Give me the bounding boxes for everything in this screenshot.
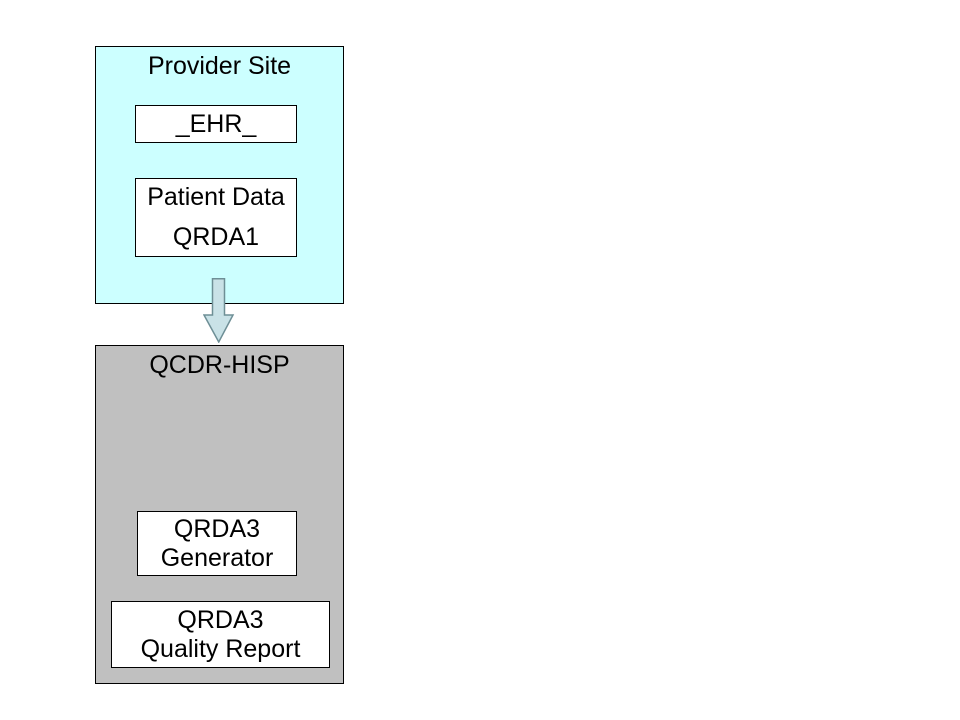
patient-data-label: Patient Data [147,183,285,211]
qrda3-generator-label-line2: Generator [160,543,274,572]
qcdr-hisp-group: QCDR-HISP QRDA3 Generator QRDA3 Quality … [95,345,344,684]
provider-site-group: Provider Site _EHR_ Patient Data QRDA1 [95,46,344,304]
patient-data-box: Patient Data QRDA1 [135,178,297,257]
provider-site-title: Provider Site [147,52,292,80]
ehr-box: _EHR_ [135,105,297,143]
qcdr-hisp-title: QCDR-HISP [149,351,290,379]
down-arrow-shape [203,278,235,343]
qrda3-generator-label-line1: QRDA3 [173,514,261,543]
qrda3-quality-report-label-line2: Quality Report [140,634,301,663]
qrda3-quality-report-label-line1: QRDA3 [177,605,264,634]
ehr-label: _EHR_ [175,109,257,138]
down-arrow-icon [203,278,235,343]
qrda3-generator-box: QRDA3 Generator [137,511,297,576]
qrda3-quality-report-box: QRDA3 Quality Report [111,601,330,668]
qrda1-label: QRDA1 [172,223,260,251]
